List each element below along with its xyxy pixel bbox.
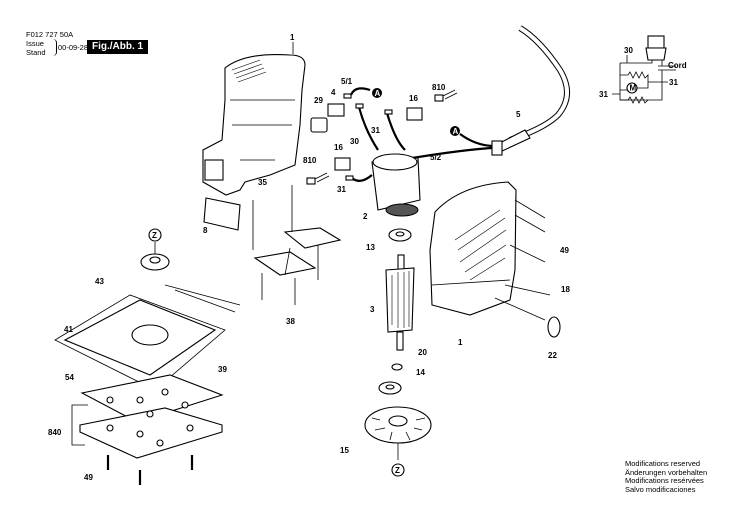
- marker-a-label: A: [453, 127, 459, 136]
- marker-a-label: A: [375, 89, 381, 98]
- mod-en: Modifications reserved: [625, 459, 701, 468]
- wire-30: [357, 106, 379, 151]
- resistor-icon: [620, 96, 649, 104]
- housing-right-half: [429, 181, 517, 316]
- base-plate: [54, 284, 241, 391]
- callout-35: 35: [258, 178, 267, 187]
- callout-38: 38: [286, 317, 295, 326]
- brush-holder-part: [406, 107, 423, 121]
- callout-49-left: 49: [84, 473, 93, 482]
- carbon-brush-part: [306, 177, 316, 185]
- switch-cover-part: [310, 117, 328, 133]
- power-cord: [399, 25, 570, 162]
- motor-label: M: [630, 84, 637, 93]
- armature: [385, 254, 415, 351]
- callout-31-wiring-right: 31: [669, 78, 678, 87]
- marker-a-cord: [450, 126, 460, 136]
- figure-label: Fig./Abb. 1: [87, 40, 149, 54]
- marker-z-bearing: [148, 228, 162, 242]
- marker-z-label: Z: [395, 466, 400, 475]
- screws-49: [106, 455, 194, 485]
- callout-29: 29: [314, 96, 323, 105]
- wiring-diagram: M 30 Cord 31 31: [599, 35, 687, 104]
- switch-rocker: [647, 35, 665, 49]
- callout-31-a: 31: [371, 126, 380, 135]
- field-coil-stator: [371, 153, 421, 217]
- callout-43: 43: [95, 277, 104, 286]
- cap-part: [547, 316, 561, 338]
- callout-31-b: 31: [337, 185, 346, 194]
- callout-8: 8: [203, 226, 208, 235]
- marker-z-fan: [391, 463, 405, 477]
- terminal-part: [343, 93, 352, 99]
- callout-cord: Cord: [668, 61, 687, 70]
- callout-5-1: 5/1: [341, 77, 353, 86]
- callout-15: 15: [340, 446, 349, 455]
- callout-810-mid: 810: [303, 156, 317, 165]
- callout-16-top: 16: [409, 94, 418, 103]
- callout-30: 30: [350, 137, 359, 146]
- fan-part: [364, 406, 432, 444]
- callout-30-wiring: 30: [624, 46, 633, 55]
- callout-2: 2: [363, 212, 368, 221]
- switch-part: [327, 103, 345, 117]
- callout-39: 39: [218, 365, 227, 374]
- screw-set: [494, 199, 551, 321]
- modifications-notice: Modifications reserved Änderungen vorbeh…: [625, 459, 708, 494]
- callout-810-top: 810: [432, 83, 446, 92]
- callout-5-2: 5/2: [430, 153, 442, 162]
- mod-de: Änderungen vorbehalten: [625, 467, 708, 477]
- callout-840: 840: [48, 428, 62, 437]
- callout-13: 13: [366, 243, 375, 252]
- wire-31: [385, 112, 406, 151]
- callout-20: 20: [418, 348, 427, 357]
- callout-18: 18: [561, 285, 570, 294]
- issue-stand-label: Issue Stand: [26, 39, 56, 57]
- marker-a-top: [372, 88, 382, 98]
- document-number: F012 727 50A: [26, 30, 74, 39]
- nameplate-part: [203, 197, 241, 231]
- callout-49-right: 49: [560, 246, 569, 255]
- callout-1-right: 1: [458, 338, 463, 347]
- brace: [52, 39, 57, 56]
- issue-label: Issue: [26, 39, 44, 48]
- marker-z-label: Z: [152, 231, 157, 240]
- stand-label: Stand: [26, 48, 46, 57]
- issue-date: 00-09-28: [58, 43, 89, 52]
- mod-fr: Modifications resérvées: [625, 476, 704, 485]
- callout-14: 14: [416, 368, 425, 377]
- callout-22: 22: [548, 351, 557, 360]
- sanding-pads: [79, 374, 224, 459]
- callout-4: 4: [331, 88, 336, 97]
- switch-icon: [645, 47, 667, 61]
- callout-41: 41: [64, 325, 73, 334]
- mod-es: Salvo modificaciones: [625, 484, 696, 494]
- wire: [619, 60, 676, 101]
- callout-54: 54: [65, 373, 74, 382]
- callout-1-top: 1: [290, 33, 295, 42]
- callout-5: 5: [516, 110, 521, 119]
- clamp-plates: [253, 227, 342, 305]
- callout-16-mid: 16: [334, 143, 343, 152]
- brush-holder-part: [334, 157, 351, 171]
- callout-3: 3: [370, 305, 375, 314]
- carbon-brush-part: [434, 94, 444, 102]
- resistor-icon: [620, 71, 649, 80]
- callout-31-wiring-left: 31: [599, 90, 608, 99]
- housing-left-half: [202, 54, 306, 196]
- wire: [349, 87, 371, 96]
- retaining-ring-part: [391, 363, 403, 371]
